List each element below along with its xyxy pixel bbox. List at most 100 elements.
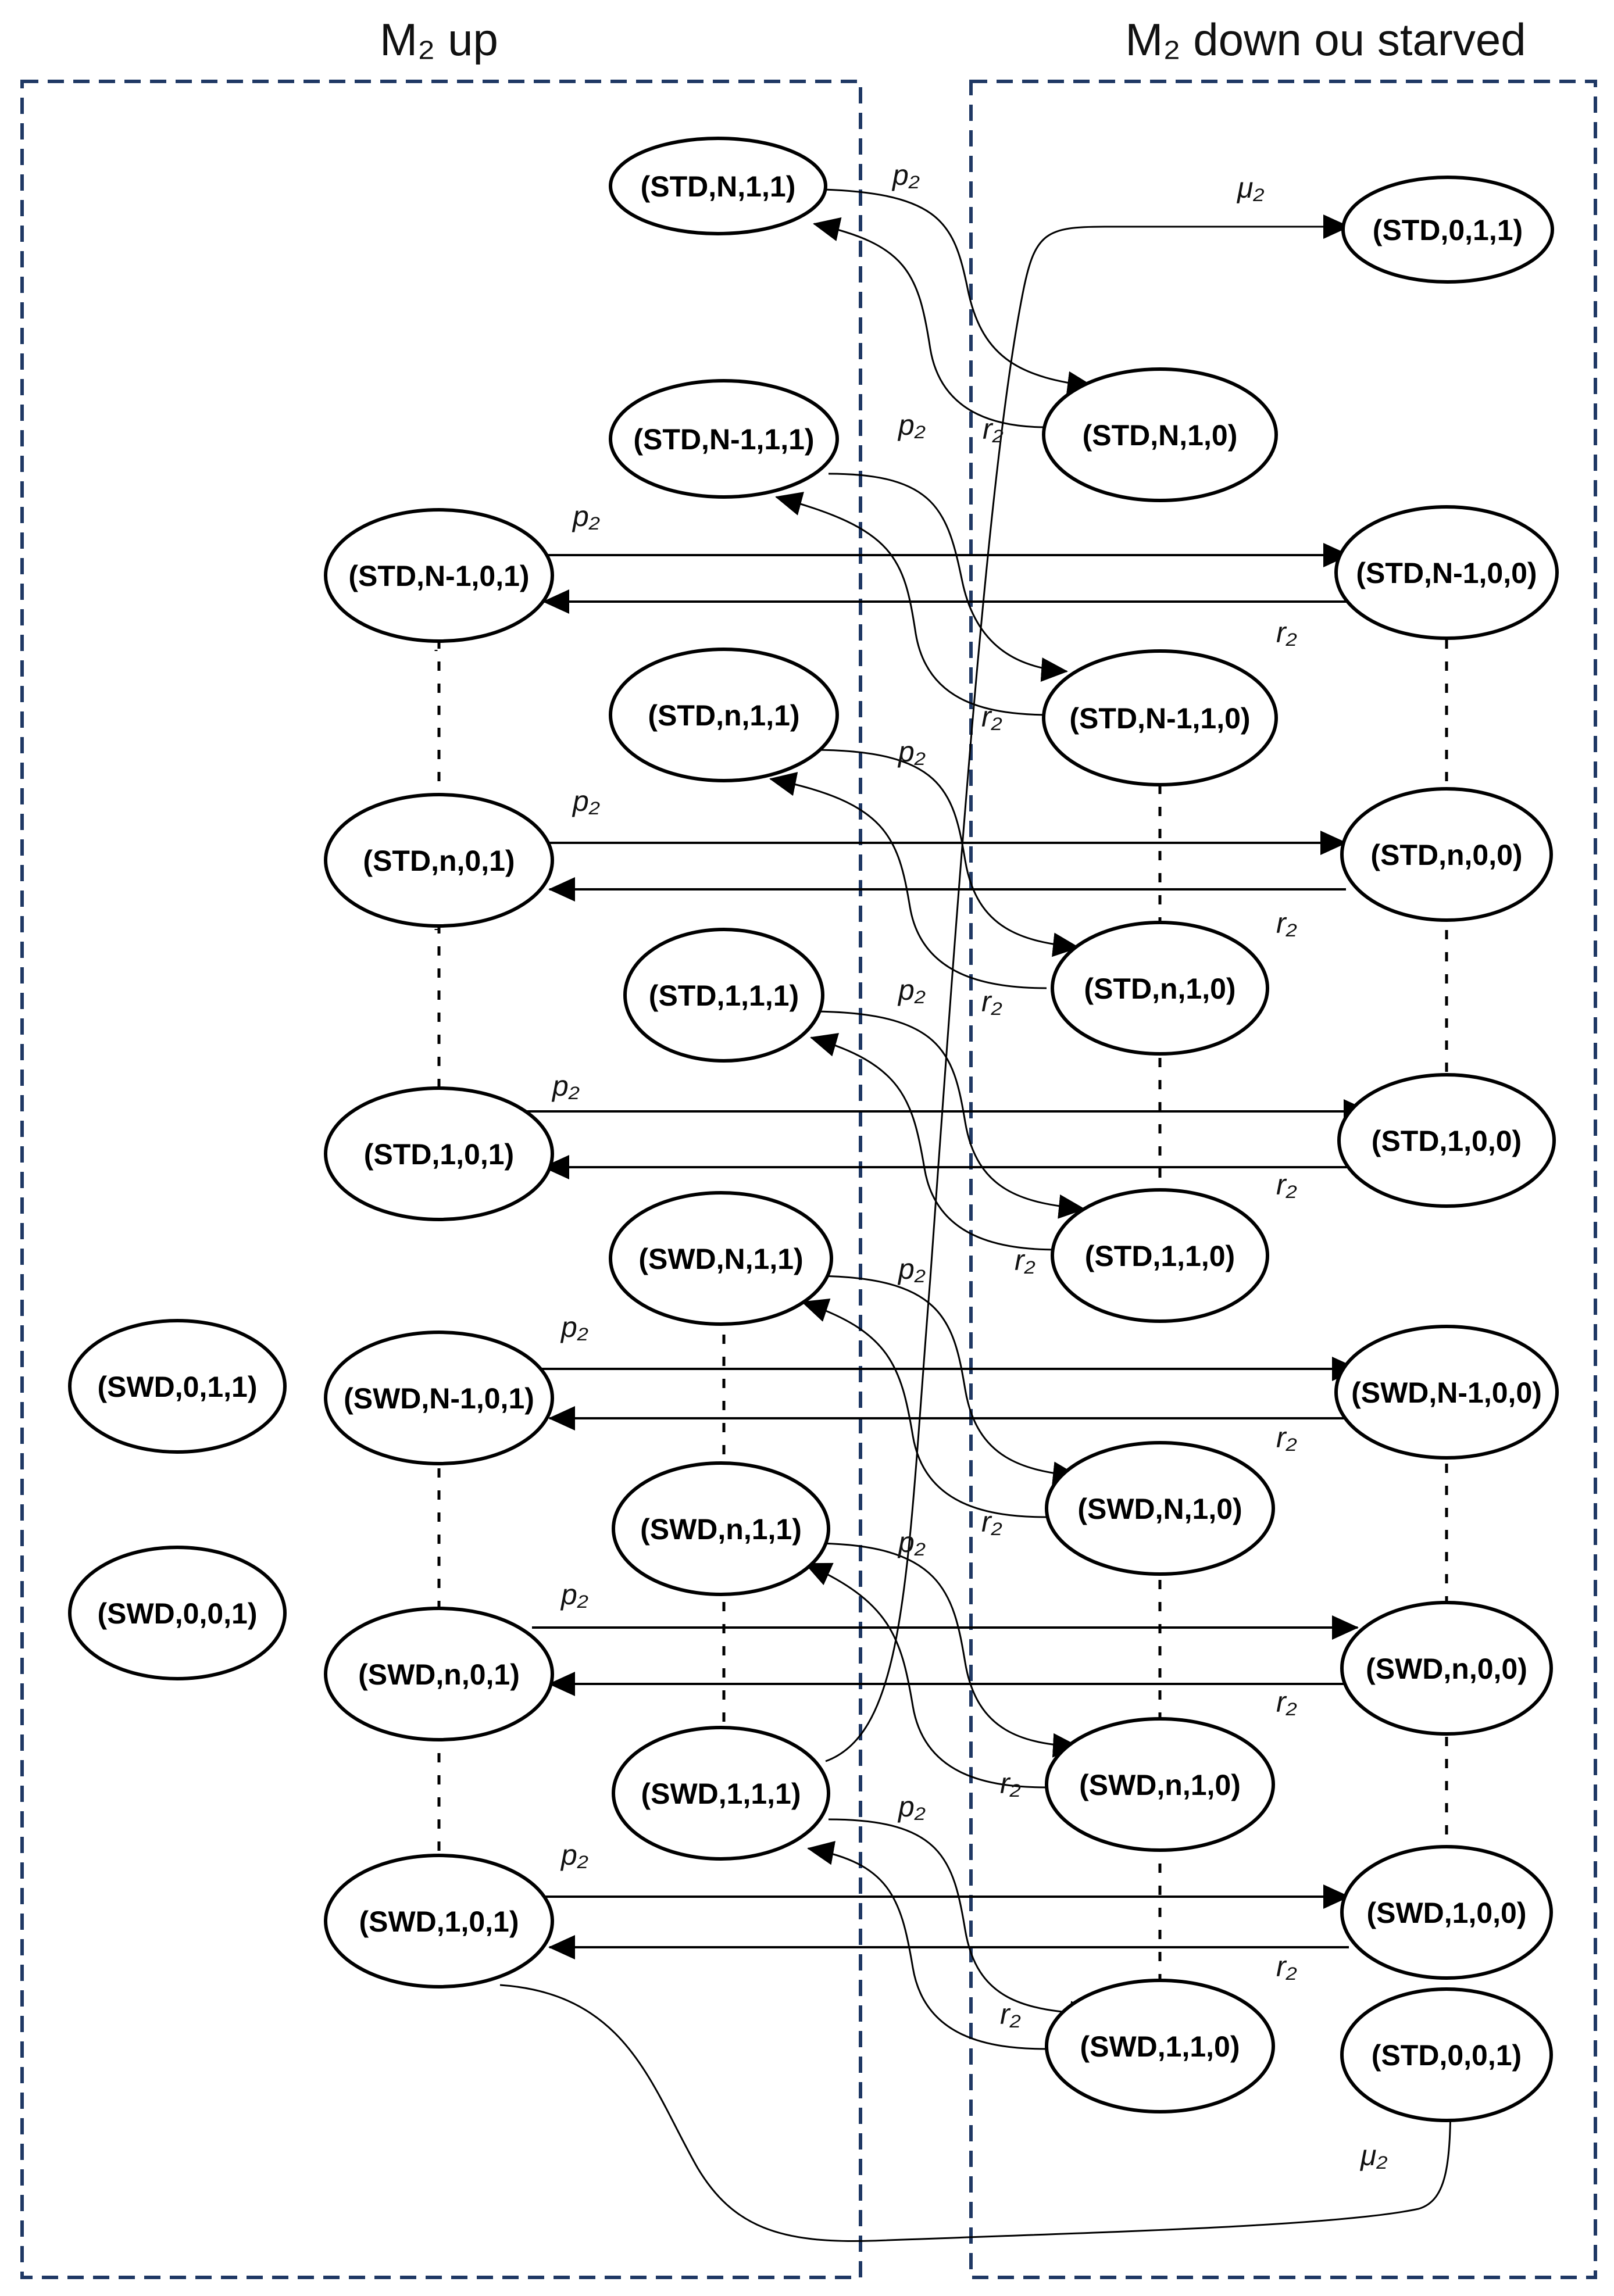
label-r2: r₂ bbox=[983, 413, 1004, 445]
state-std-N-1-1[interactable]: (STD,N,1,1) bbox=[609, 137, 827, 235]
state-std-n-1-1[interactable]: (STD,n,1,1) bbox=[609, 648, 839, 782]
state-std-0-0-1[interactable]: (STD,0,0,1) bbox=[1340, 1987, 1553, 2122]
state-std-Nm1-0-0[interactable]: (STD,N-1,0,0) bbox=[1334, 505, 1559, 640]
edge-std-n-1-r2 bbox=[769, 772, 1047, 989]
label-r2: r₂ bbox=[1015, 1244, 1035, 1276]
label-p2: p₂ bbox=[891, 159, 920, 191]
label-p2: p₂ bbox=[897, 1526, 926, 1558]
label-r2: r₂ bbox=[1276, 1168, 1297, 1201]
state-label: (SWD,N-1,0,0) bbox=[1351, 1376, 1542, 1409]
state-label: (SWD,1,0,0) bbox=[1366, 1897, 1526, 1929]
rate-labels: p₂ μ₂ p₂ r₂ p₂ r₂ r₂ p₂ p₂ r₂ p₂ r₂ p₂ r… bbox=[551, 159, 1387, 2172]
edge-std-N-r2 bbox=[813, 217, 1047, 428]
state-std-n-0-0[interactable]: (STD,n,0,0) bbox=[1340, 787, 1553, 922]
state-std-Nm1-1-0[interactable]: (STD,N-1,1,0) bbox=[1042, 649, 1278, 786]
state-swd-N-1-1[interactable]: (SWD,N,1,1) bbox=[609, 1191, 833, 1326]
edge-swd-1-0-1-mu2 bbox=[499, 1984, 1463, 2242]
label-p2: p₂ bbox=[897, 735, 926, 768]
label-p2: p₂ bbox=[897, 1790, 926, 1823]
edge-swd-N-p2 bbox=[810, 1275, 1080, 1486]
state-std-1-1-1[interactable]: (STD,1,1,1) bbox=[623, 928, 824, 1063]
state-label: (STD,N-1,1,0) bbox=[1069, 702, 1250, 735]
state-swd-n-0-1[interactable]: (SWD,n,0,1) bbox=[324, 1607, 554, 1741]
state-label: (STD,N,1,1) bbox=[641, 170, 796, 203]
state-swd-N-1-0[interactable]: (SWD,N,1,0) bbox=[1045, 1441, 1275, 1576]
state-swd-n-0-0[interactable]: (SWD,n,0,0) bbox=[1340, 1601, 1553, 1736]
label-r2: r₂ bbox=[1276, 1950, 1297, 1983]
state-std-1-1-0[interactable]: (STD,1,1,0) bbox=[1051, 1188, 1269, 1323]
state-std-Nm1-1-1[interactable]: (STD,N-1,1,1) bbox=[609, 379, 839, 499]
label-p2: p₂ bbox=[560, 1839, 588, 1871]
state-label: (SWD,0,0,1) bbox=[97, 1597, 257, 1630]
state-swd-Nm1-0-1[interactable]: (SWD,N-1,0,1) bbox=[324, 1331, 554, 1465]
edge-std-n-1-p2 bbox=[810, 749, 1080, 957]
state-label: (SWD,1,1,0) bbox=[1080, 2030, 1240, 2063]
m2-down-title: M₂ down ou starved bbox=[1125, 14, 1526, 65]
edge-swd-N-r2 bbox=[801, 1299, 1047, 1518]
state-label: (SWD,0,1,1) bbox=[97, 1371, 257, 1403]
state-label: (SWD,n,1,0) bbox=[1079, 1769, 1241, 1801]
state-swd-0-0-1[interactable]: (SWD,0,0,1) bbox=[68, 1546, 287, 1680]
state-label: (STD,n,1,0) bbox=[1084, 972, 1236, 1005]
state-label: (SWD,N,1,0) bbox=[1077, 1493, 1242, 1525]
label-p2: p₂ bbox=[551, 1070, 580, 1102]
edge-swd-n-r2 bbox=[804, 1562, 1047, 1789]
label-mu2: μ₂ bbox=[1359, 2139, 1387, 2172]
state-label: (STD,0,1,1) bbox=[1373, 214, 1523, 246]
state-label: (STD,1,1,1) bbox=[649, 979, 799, 1012]
state-swd-1-0-1[interactable]: (SWD,1,0,1) bbox=[324, 1854, 554, 1989]
state-label: (STD,n,0,1) bbox=[363, 845, 515, 877]
edge-swd-n-p2 bbox=[810, 1542, 1080, 1758]
chain-connectors bbox=[434, 517, 1448, 1988]
label-r2: r₂ bbox=[1276, 616, 1297, 649]
edge-swd-1-1-1-mu2 bbox=[825, 214, 1350, 1762]
edge-swd-1-1-r2 bbox=[807, 1841, 1047, 2050]
state-swd-Nm1-0-0[interactable]: (SWD,N-1,0,0) bbox=[1334, 1325, 1559, 1460]
label-p2: p₂ bbox=[560, 1311, 588, 1343]
state-label: (STD,N,1,0) bbox=[1083, 419, 1238, 452]
state-std-0-1-1[interactable]: (STD,0,1,1) bbox=[1341, 176, 1554, 284]
state-std-1-0-1[interactable]: (STD,1,0,1) bbox=[324, 1086, 554, 1221]
state-label: (STD,n,1,1) bbox=[648, 699, 799, 732]
label-p2: p₂ bbox=[572, 785, 600, 817]
state-label: (SWD,n,1,1) bbox=[640, 1513, 802, 1546]
state-swd-1-0-0[interactable]: (SWD,1,0,0) bbox=[1340, 1845, 1553, 1980]
label-r2: r₂ bbox=[1000, 1767, 1021, 1800]
state-swd-1-1-0[interactable]: (SWD,1,1,0) bbox=[1045, 1979, 1275, 2113]
horizontal-transitions bbox=[506, 543, 1370, 1959]
state-label: (SWD,1,1,1) bbox=[641, 1778, 801, 1810]
label-r2: r₂ bbox=[1000, 1998, 1021, 2030]
state-label: (STD,N-1,0,1) bbox=[348, 560, 529, 592]
label-p2: p₂ bbox=[897, 409, 926, 441]
state-label: (STD,0,0,1) bbox=[1372, 2039, 1522, 2072]
label-mu2: μ₂ bbox=[1236, 171, 1264, 204]
edge-swd-1-1-p2 bbox=[828, 1818, 1097, 2026]
state-std-N-1-0[interactable]: (STD,N,1,0) bbox=[1042, 367, 1278, 502]
state-swd-n-1-1[interactable]: (SWD,n,1,1) bbox=[612, 1461, 830, 1596]
label-p2: p₂ bbox=[560, 1578, 588, 1611]
state-swd-0-1-1[interactable]: (SWD,0,1,1) bbox=[68, 1319, 287, 1454]
label-p2: p₂ bbox=[897, 1253, 926, 1285]
state-label: (SWD,N,1,1) bbox=[638, 1243, 803, 1275]
state-label: (STD,1,1,0) bbox=[1085, 1240, 1235, 1272]
edge-std-Nm1-1-r2 bbox=[775, 492, 1053, 716]
edge-std-1-1-p2 bbox=[808, 1010, 1085, 1219]
state-nodes: (STD,N,1,1) (STD,0,1,1) (STD,N,1,0) (STD… bbox=[68, 137, 1559, 2122]
state-label: (STD,N-1,0,0) bbox=[1356, 557, 1537, 589]
label-p2: p₂ bbox=[897, 974, 926, 1006]
state-label: (STD,1,0,1) bbox=[364, 1138, 514, 1171]
edge-std-1-1-r2 bbox=[810, 1033, 1059, 1251]
state-swd-1-1-1[interactable]: (SWD,1,1,1) bbox=[612, 1726, 830, 1861]
state-std-1-0-0[interactable]: (STD,1,0,0) bbox=[1337, 1073, 1556, 1208]
state-swd-n-1-0[interactable]: (SWD,n,1,0) bbox=[1045, 1717, 1275, 1852]
state-std-n-1-0[interactable]: (STD,n,1,0) bbox=[1051, 921, 1269, 1056]
label-p2: p₂ bbox=[572, 500, 600, 532]
m2-up-title: M₂ up bbox=[380, 14, 498, 65]
label-r2: r₂ bbox=[981, 985, 1002, 1018]
edge-std-Nm1-1-p2 bbox=[828, 473, 1068, 682]
curved-transitions bbox=[499, 188, 1463, 2242]
state-std-n-0-1[interactable]: (STD,n,0,1) bbox=[324, 793, 554, 928]
state-std-Nm1-0-1[interactable]: (STD,N-1,0,1) bbox=[324, 508, 554, 643]
m2-up-panel bbox=[20, 80, 862, 2279]
